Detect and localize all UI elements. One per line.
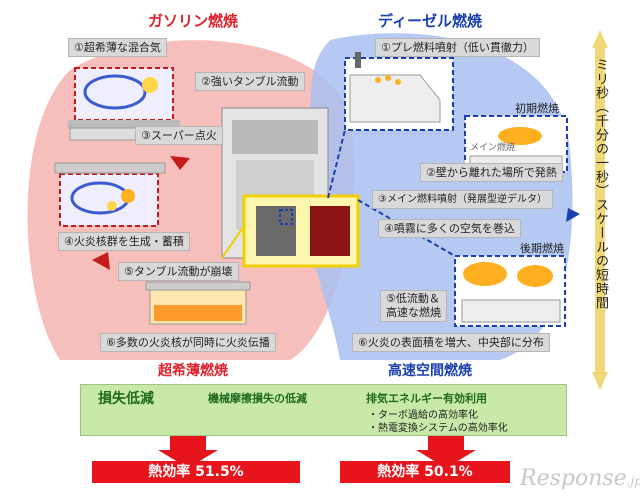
gasoline-chamber-3 [146, 282, 250, 324]
gasoline-step-6: ⑥多数の火炎核が同時に火炎伝播 [100, 333, 276, 352]
phase-late: 後期燃焼 [520, 240, 564, 256]
watermark-suffix: .jp [627, 474, 640, 488]
flow-arrow-3 [566, 208, 580, 222]
benefit-bullet-2: ・熱電変換システムの高効率化 [368, 419, 508, 434]
gasoline-step-4: ④火炎核群を生成・蓄積 [58, 232, 190, 251]
main-combustion-label: メイン燃焼 [470, 140, 515, 153]
gasoline-step-1: ①超希薄な混合気 [68, 38, 167, 57]
gasoline-chamber-2 [55, 163, 165, 226]
diesel-step-5-line2: 高速な燃焼 [386, 306, 441, 320]
response-watermark: Response.jp [520, 466, 640, 491]
gasoline-step-3: ③スーパー点火 [135, 126, 223, 145]
diesel-step-6: ⑥火炎の表面積を増大、中央部に分布 [352, 333, 550, 352]
gasoline-efficiency: 熱効率 51.5% [92, 461, 300, 483]
phase-early: 初期燃焼 [515, 100, 559, 116]
loss-reduction: 損失低減 [98, 388, 154, 408]
diesel-step-5: ⑤低流動＆ 高速な燃焼 [380, 290, 447, 322]
diesel-step-1: ①プレ燃料噴射（低い貫徹力） [375, 38, 540, 57]
diesel-step-4: ④噴霧に多くの空気を巻込 [378, 219, 521, 238]
watermark-main: Response [520, 466, 627, 491]
gasoline-step-2: ②強いタンブル流動 [195, 72, 305, 91]
diesel-title: ディーゼル燃焼 [378, 10, 482, 31]
diesel-chamber-1 [345, 52, 453, 130]
diesel-efficiency: 熱効率 50.1% [340, 461, 510, 483]
diesel-chamber-3 [455, 256, 565, 326]
diesel-step-3: ③メイン燃料噴射（発展型逆デルタ） [372, 190, 553, 209]
gasoline-subtitle: 超希薄燃焼 [158, 360, 228, 380]
gasoline-title: ガソリン燃焼 [148, 10, 238, 31]
timescale-label: ミリ秒（千分の一秒）スケールの短時間 [591, 58, 610, 310]
diesel-step-2: ②壁から離れた場所で発熱 [420, 163, 563, 182]
friction-reduction: 機械摩擦損失の低減 [208, 390, 307, 406]
gasoline-step-5: ⑤タンブル流動が崩壊 [118, 262, 239, 281]
diesel-step-5-line1: ⑤低流動＆ [386, 292, 441, 306]
diesel-subtitle: 高速空間燃焼 [388, 360, 472, 380]
exhaust-energy-use: 排気エネルギー有効利用 [366, 390, 487, 406]
